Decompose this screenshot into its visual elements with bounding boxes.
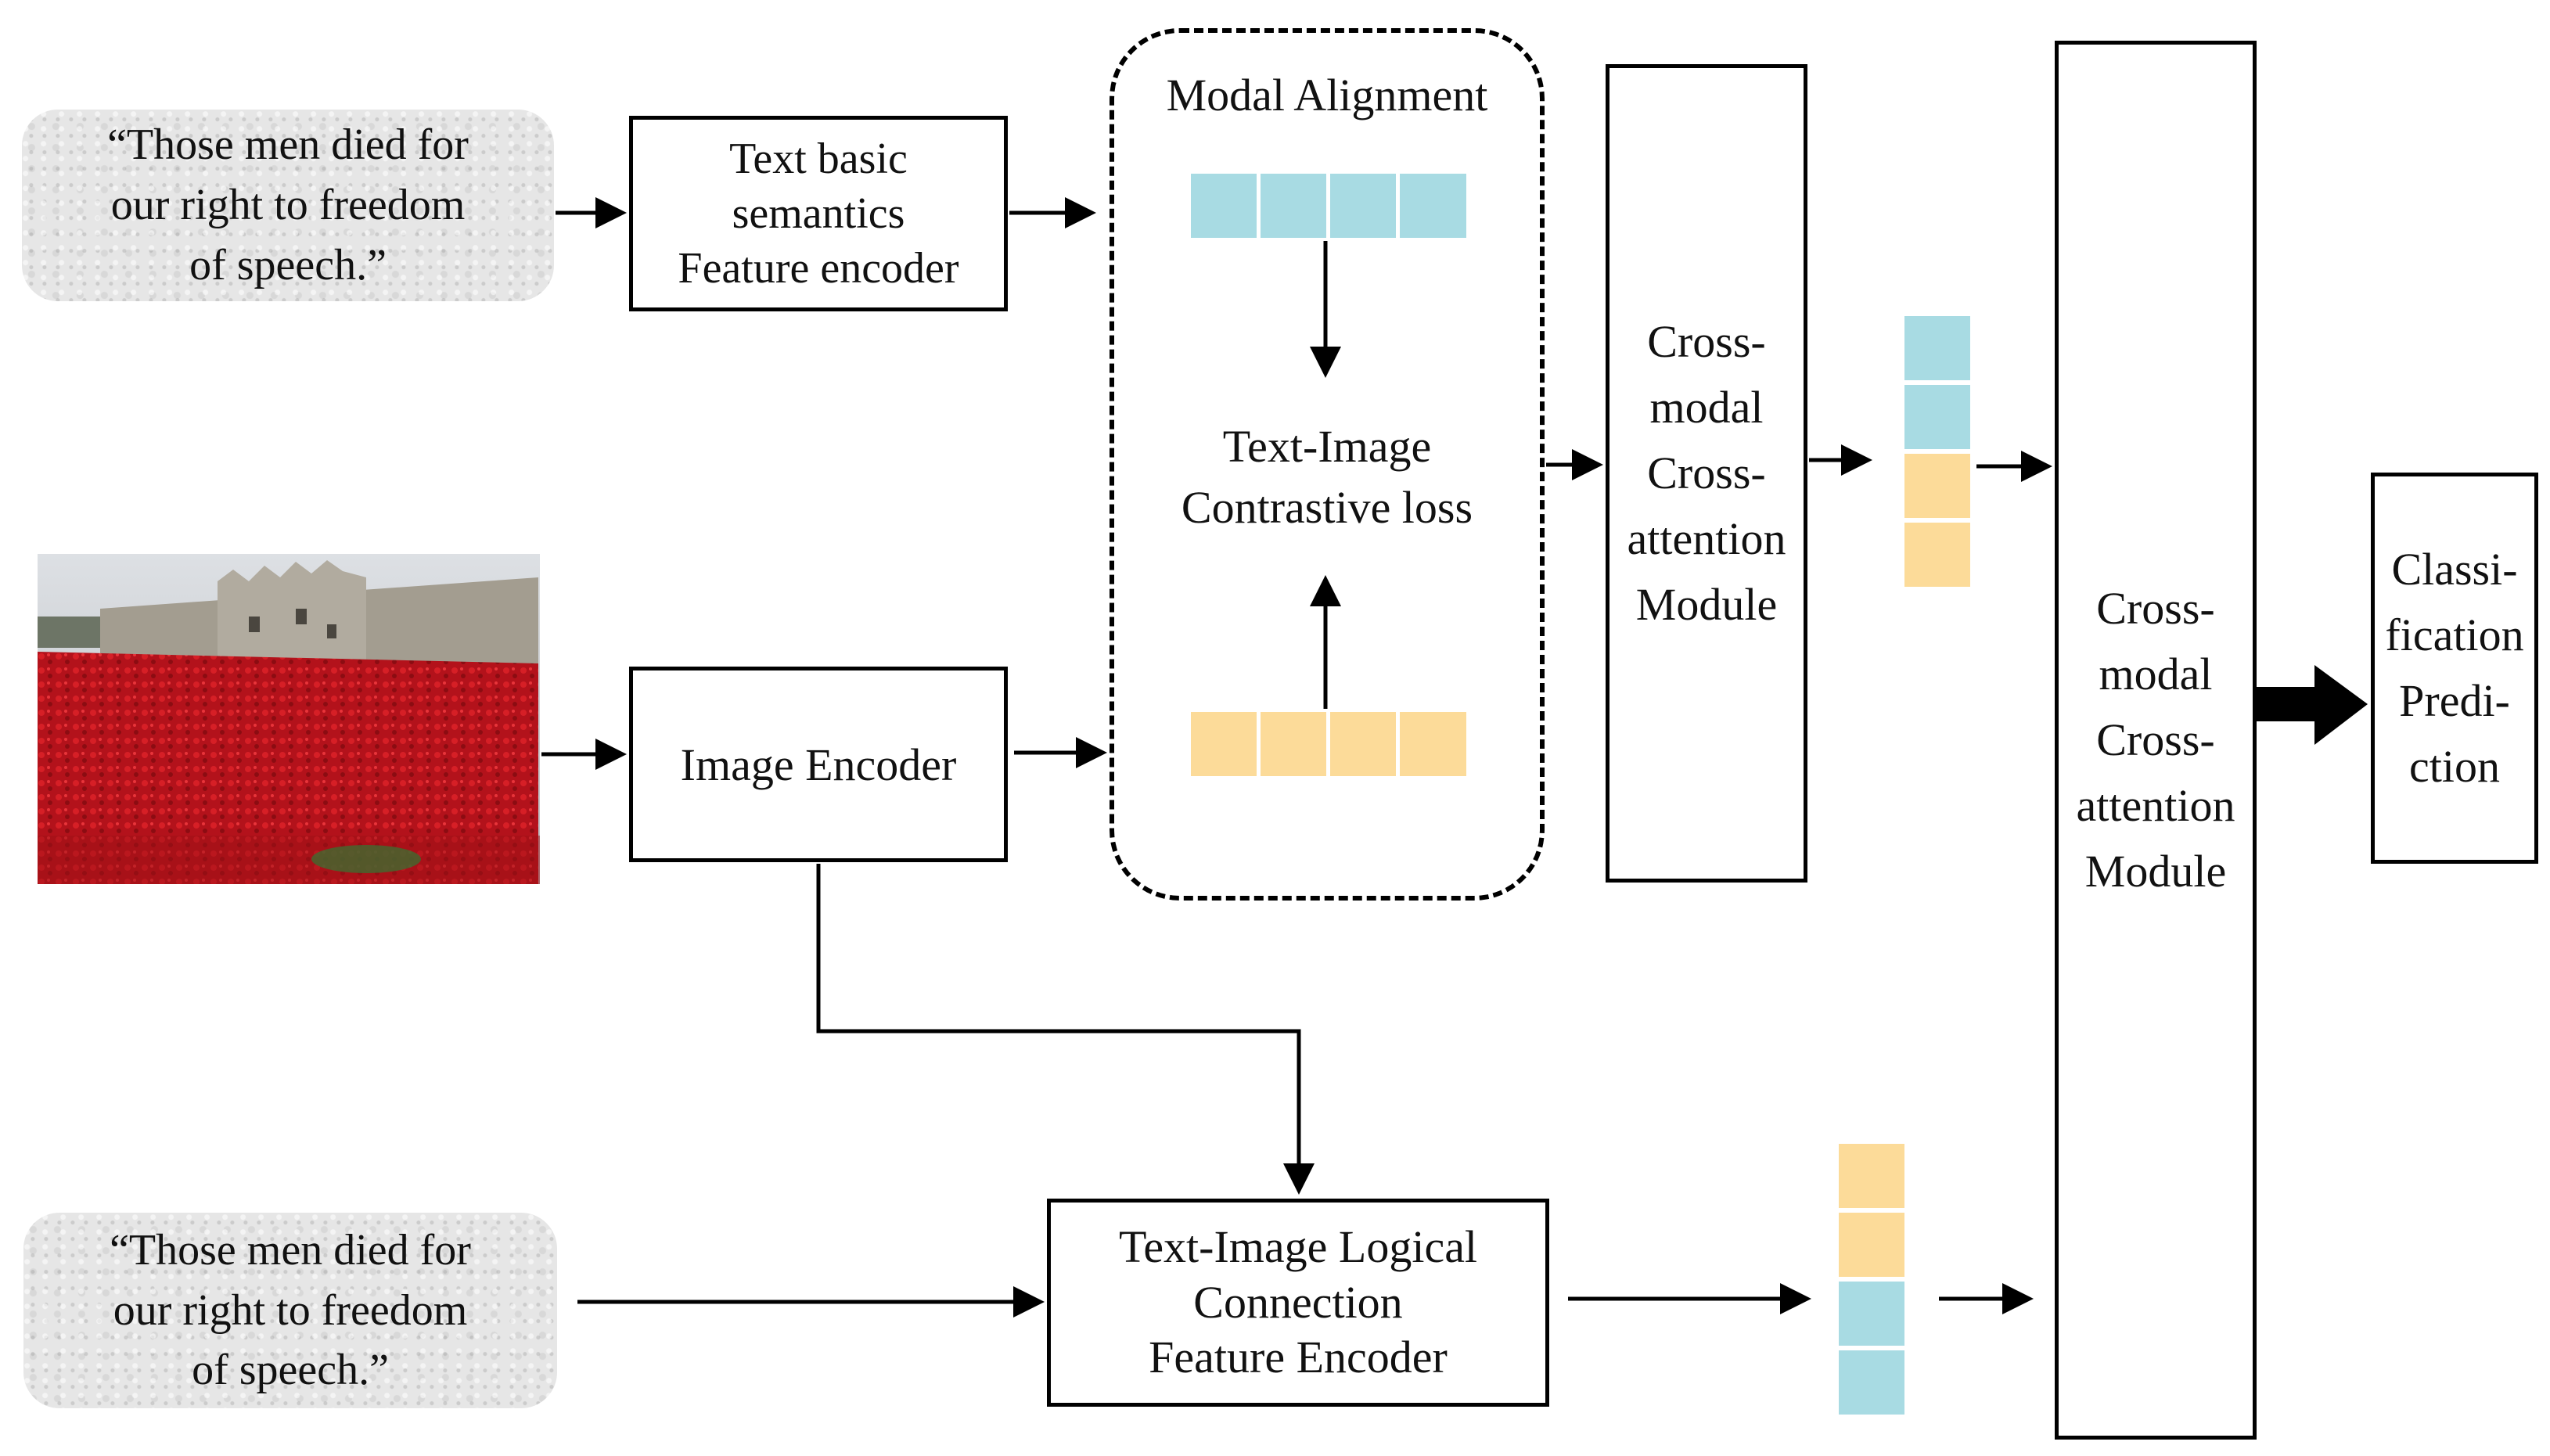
fused-feature-vector-2 [1839, 1144, 1904, 1415]
arrow-image-encoder-to-logical [816, 864, 1315, 1195]
feature-cell [1904, 316, 1970, 380]
fused-feature-vector-1 [1904, 316, 1970, 587]
feature-cell [1839, 1350, 1904, 1415]
cross-attention-module-2: Cross- modal Cross- attention Module [2055, 41, 2257, 1440]
image-feature-vector [1191, 712, 1466, 776]
feature-cell [1330, 712, 1396, 776]
feature-cell [1400, 712, 1466, 776]
image-encoder: Image Encoder [629, 667, 1008, 862]
feature-cell [1191, 712, 1257, 776]
cross-attention-module-1: Cross- modal Cross- attention Module [1606, 64, 1807, 883]
modal-alignment-region [1110, 28, 1545, 901]
modal-alignment-title: Modal Alignment [1166, 70, 1488, 120]
arrow-to-classification [2257, 665, 2368, 745]
text-feature-encoder: Text basic semantics Feature encoder [629, 116, 1008, 311]
feature-cell [1261, 712, 1326, 776]
contrastive-loss-label: Text-Image Contrastive loss [1181, 421, 1473, 534]
classification-prediction: Classi- fication Predi- ction [2371, 473, 2538, 864]
feature-cell [1839, 1282, 1904, 1346]
feature-cell [1400, 174, 1466, 238]
feature-cell [1839, 1213, 1904, 1277]
text-feature-vector [1191, 174, 1466, 238]
input-image [38, 554, 540, 884]
input-text-top: “Those men died for our right to freedom… [22, 110, 554, 301]
input-text-bottom: “Those men died for our right to freedom… [23, 1213, 557, 1408]
feature-cell [1839, 1144, 1904, 1208]
feature-cell [1904, 385, 1970, 449]
feature-cell [1904, 523, 1970, 587]
feature-cell [1191, 174, 1257, 238]
feature-cell [1261, 174, 1326, 238]
feature-cell [1330, 174, 1396, 238]
feature-cell [1904, 454, 1970, 518]
logical-connection-encoder: Text-Image Logical Connection Feature En… [1047, 1199, 1549, 1407]
poppy-field-photo [38, 554, 540, 884]
